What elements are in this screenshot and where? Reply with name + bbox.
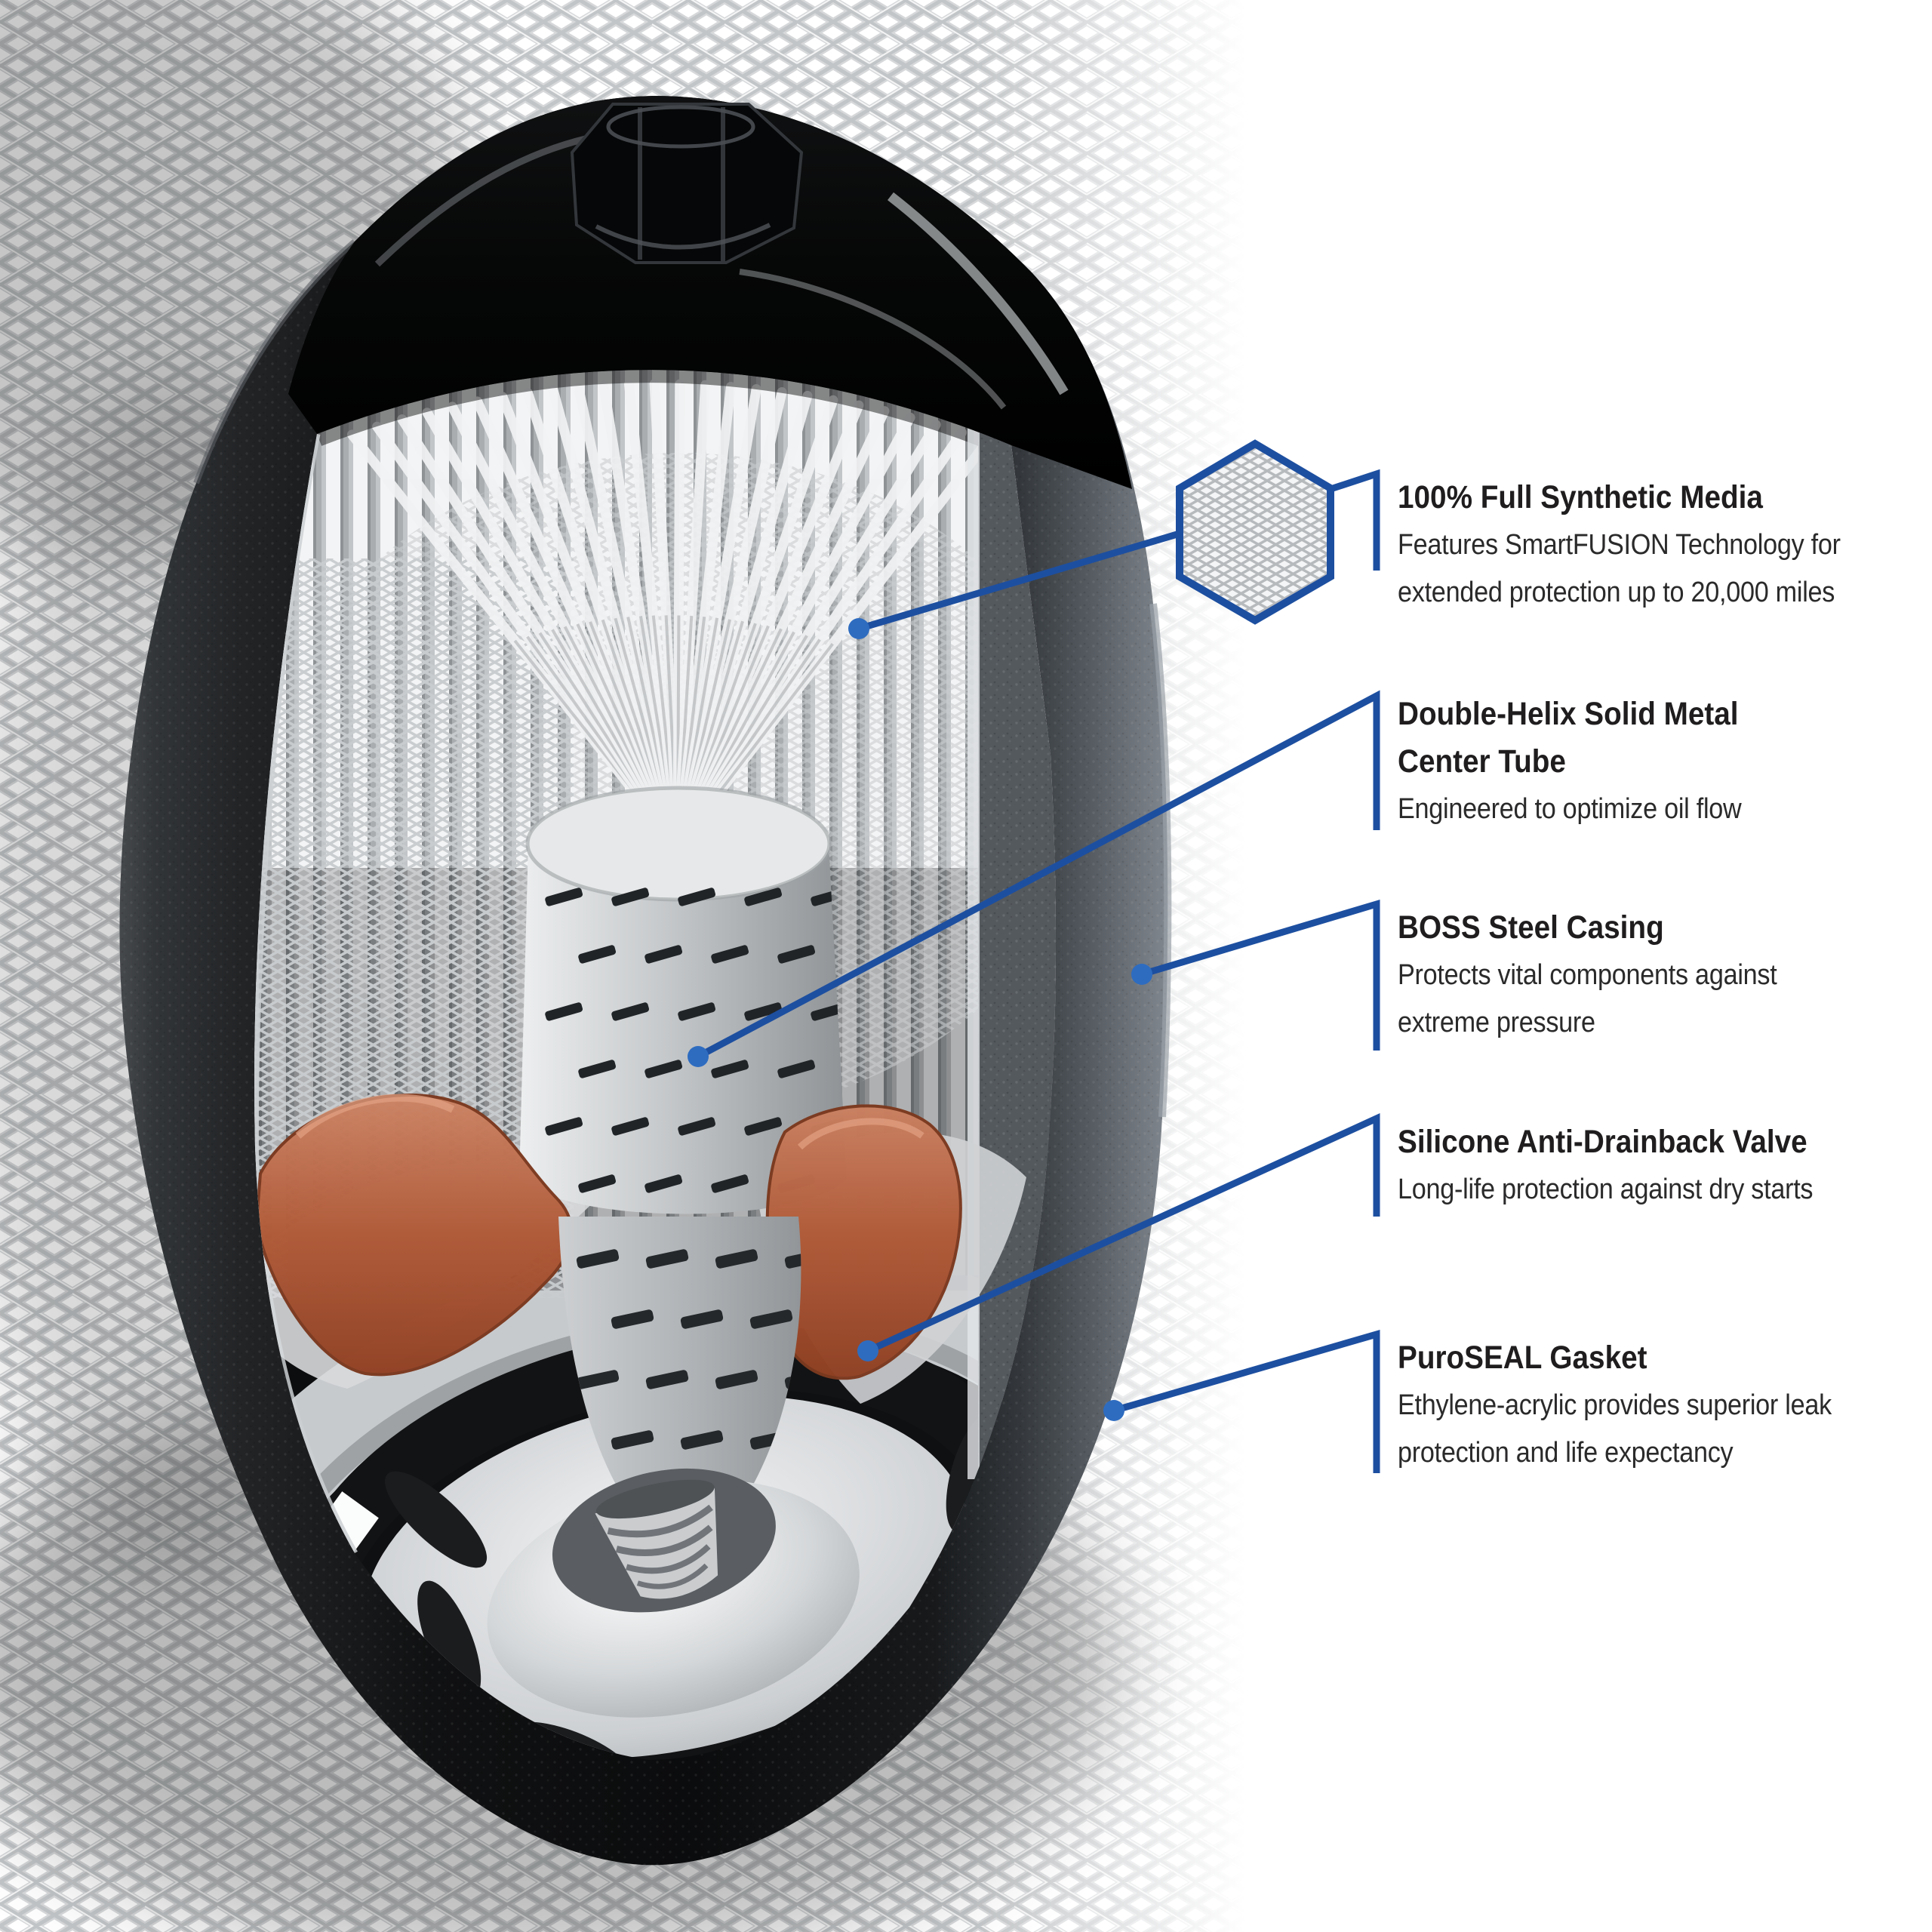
callout-puroseal-gasket: PuroSEAL Gasket Ethylene-acrylic provide… (1398, 1334, 1927, 1477)
leader-drainback-valve (857, 1112, 1380, 1361)
cutaway-interior (254, 370, 1056, 1761)
callout-drainback-valve: Silicone Anti-Drainback Valve Long-life … (1398, 1118, 1927, 1214)
hexagon-mesh-swatch-icon (1176, 439, 1334, 625)
threaded-port (487, 1468, 860, 1718)
center-tube-upper (519, 786, 847, 1214)
callout-desc: Features SmartFUSION Technology for (1398, 529, 1841, 561)
callout-title: Silicone Anti-Drainback Valve (1398, 1124, 1807, 1160)
leader-synthetic-media (848, 469, 1380, 639)
callout-title: Center Tube (1398, 743, 1566, 780)
callout-desc: Protects vital components against (1398, 959, 1777, 991)
callout-title: PuroSEAL Gasket (1398, 1340, 1647, 1376)
callout-title: BOSS Steel Casing (1398, 909, 1664, 946)
leader-center-tube (688, 690, 1380, 1067)
callout-desc: protection and life expectancy (1398, 1437, 1734, 1469)
leader-steel-casing (1131, 899, 1380, 1051)
callout-desc: Long-life protection against dry starts (1398, 1174, 1814, 1205)
callout-leaders (688, 439, 1380, 1473)
callout-desc: extended protection up to 20,000 miles (1398, 577, 1835, 608)
filter-top-cap (288, 96, 1132, 489)
leader-dot (848, 618, 869, 639)
leader-puroseal-gasket (1103, 1330, 1380, 1473)
callout-title: 100% Full Synthetic Media (1398, 479, 1763, 515)
filter-body (119, 96, 1172, 1866)
anti-drainback-valve (254, 1094, 962, 1380)
callout-center-tube: Double-Helix Solid Metal Center Tube Eng… (1398, 691, 1927, 833)
callout-title: Double-Helix Solid Metal (1398, 696, 1739, 732)
leader-dot (1131, 964, 1152, 985)
callout-desc: extreme pressure (1398, 1007, 1595, 1038)
leader-dot (1103, 1400, 1124, 1421)
leader-dot (688, 1046, 709, 1067)
cap-nut (570, 103, 804, 264)
callout-desc: Ethylene-acrylic provides superior leak (1398, 1389, 1832, 1421)
leader-dot (857, 1340, 878, 1361)
callout-desc: Engineered to optimize oil flow (1398, 793, 1742, 825)
callout-synthetic-media: 100% Full Synthetic Media Features Smart… (1398, 474, 1927, 617)
callout-steel-casing: BOSS Steel Casing Protects vital compone… (1398, 904, 1927, 1047)
